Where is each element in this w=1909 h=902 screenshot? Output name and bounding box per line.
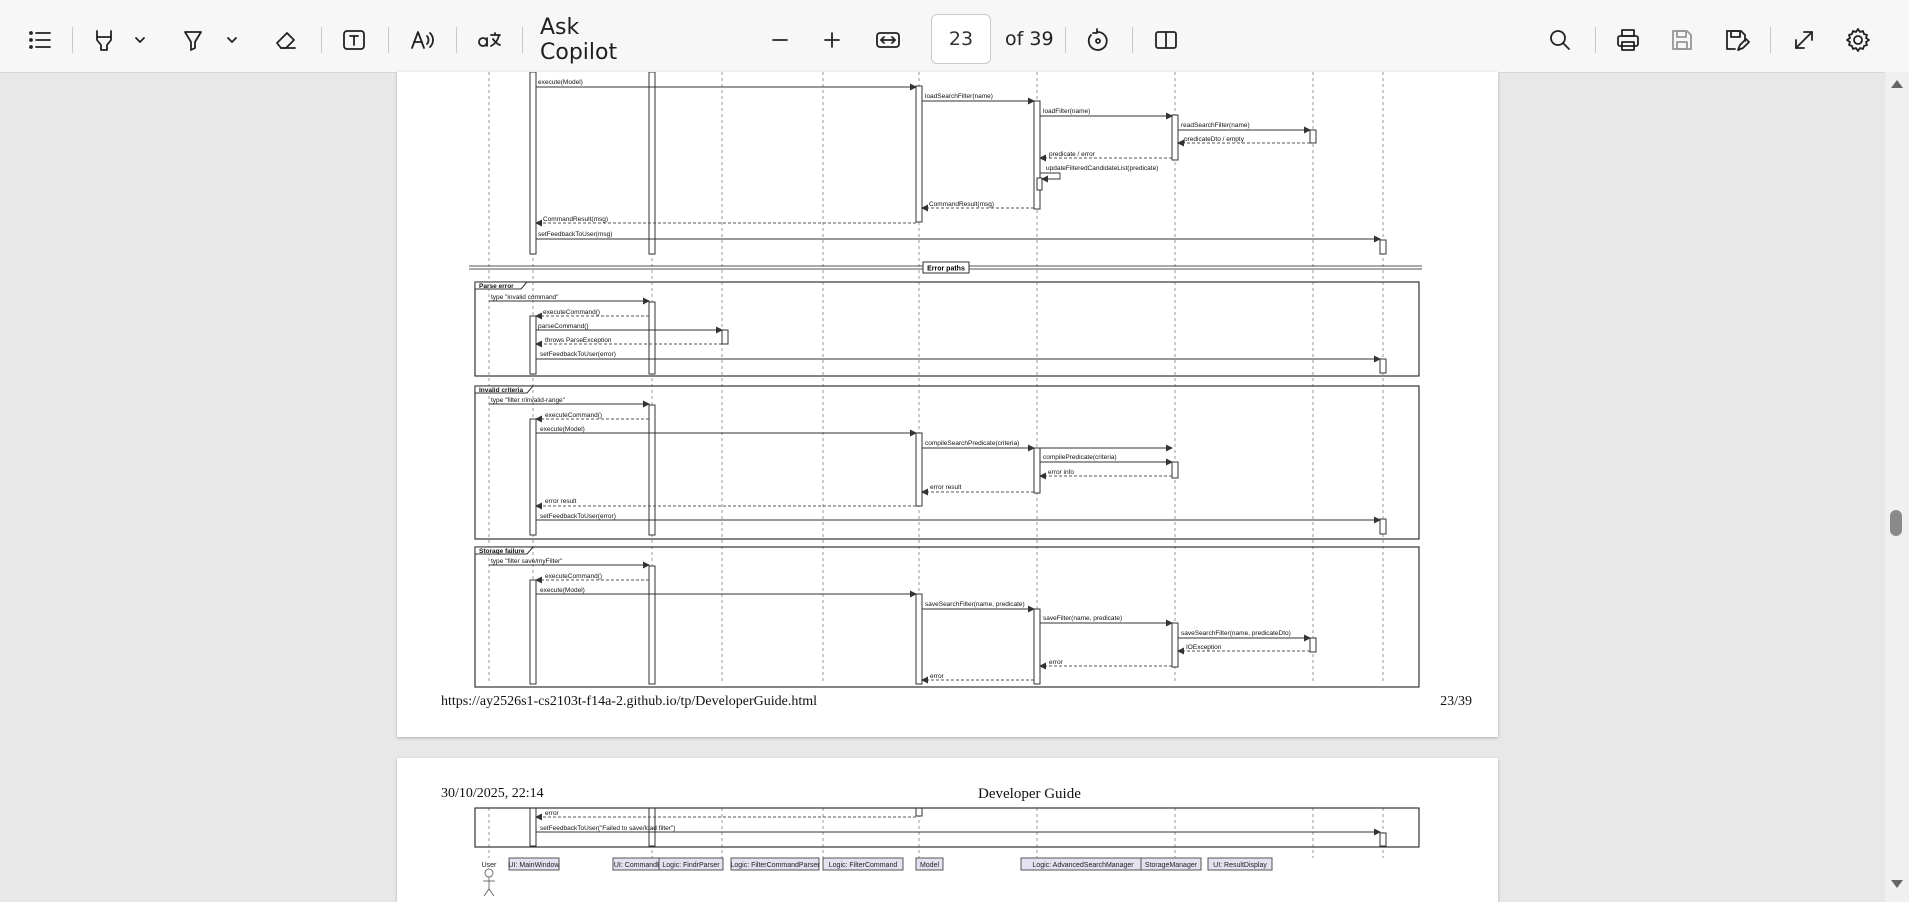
- msg-label: type "invalid command": [491, 294, 559, 301]
- participant-box: [1207, 857, 1273, 871]
- participant-box: [822, 857, 904, 871]
- scroll-up-icon[interactable]: [1891, 80, 1903, 88]
- rotate-icon[interactable]: [1080, 18, 1116, 62]
- participant-label: Logic: FilterCommand: [829, 862, 898, 869]
- participant-label: StorageManager: [1145, 862, 1198, 869]
- msg-label: execute(Model): [538, 79, 583, 86]
- msg-label: compileSearchPredicate(criteria): [925, 440, 1019, 447]
- participant-box: [508, 857, 560, 871]
- page-number-input[interactable]: 23: [931, 14, 991, 64]
- msg-label: parseCommand(): [538, 323, 589, 330]
- fragment-label-invalid-criteria: Invalid criteria: [479, 387, 523, 394]
- msg-label: type "filter r/invalid-range": [491, 397, 566, 404]
- sequence-diagram-page-24: error setFeedbackToUser("Failed to save/…: [474, 807, 1420, 897]
- participant-box: [1140, 857, 1202, 871]
- msg-label: compilePredicate(criteria): [1043, 454, 1117, 461]
- msg-label: updateFilteredCandidateList(predicate): [1046, 165, 1158, 172]
- vertical-scrollbar[interactable]: [1885, 72, 1909, 902]
- msg-label: setFeedbackToUser(msg): [538, 231, 612, 238]
- pdf-page-23: Error paths Parse error Invalid criteria…: [397, 72, 1498, 737]
- zoom-out-icon[interactable]: [762, 18, 798, 62]
- participant-label: Logic: FindrParser: [662, 862, 720, 869]
- msg-label: predicate / error: [1049, 151, 1096, 158]
- msg-label: throws ParseException: [545, 337, 612, 344]
- sequence-diagram-page-23: Error paths Parse error Invalid criteria…: [469, 72, 1422, 688]
- footer-page-number: 23/39: [1440, 694, 1472, 709]
- msg-label: CommandResult(msg): [929, 201, 994, 208]
- msg-label: IOException: [1186, 644, 1222, 651]
- header-date: 30/10/2025, 22:14: [441, 786, 544, 801]
- zoom-in-icon[interactable]: [814, 18, 850, 62]
- chevron-down-icon[interactable]: [222, 18, 242, 62]
- user-actor-icon: [483, 868, 495, 897]
- contents-icon[interactable]: [22, 18, 58, 62]
- pdf-toolbar: Ask Copilot 23 of 39: [0, 0, 1909, 73]
- participant-label: User: [482, 862, 497, 869]
- msg-label: setFeedbackToUser("Failed to save/load f…: [540, 825, 675, 832]
- msg-label: executeCommand(): [545, 412, 602, 419]
- msg-label: setFeedbackToUser(error): [540, 351, 616, 358]
- draw-icon[interactable]: [175, 18, 211, 62]
- msg-label: type "filter save/myFilter": [491, 558, 563, 565]
- participant-label: UI: ResultDisplay: [1213, 862, 1267, 869]
- msg-label: executeCommand(): [545, 573, 602, 580]
- page-view-icon[interactable]: [1148, 18, 1184, 62]
- fit-width-icon[interactable]: [870, 18, 906, 62]
- print-icon[interactable]: [1610, 18, 1646, 62]
- read-aloud-icon[interactable]: [404, 18, 440, 62]
- msg-label: execute(Model): [540, 426, 585, 433]
- highlight-icon[interactable]: [86, 18, 122, 62]
- msg-label: error result: [930, 484, 962, 491]
- text-box-icon[interactable]: [336, 18, 372, 62]
- chevron-down-icon[interactable]: [130, 18, 150, 62]
- ask-copilot-button[interactable]: Ask Copilot: [540, 15, 618, 65]
- fragment-label-parse-error: Parse error: [479, 283, 514, 290]
- msg-label: error: [1049, 659, 1064, 666]
- eraser-icon[interactable]: [268, 18, 304, 62]
- settings-icon[interactable]: [1840, 18, 1876, 62]
- separator-label: Error paths: [927, 266, 965, 273]
- msg-label: saveSearchFilter(name, predicateDto): [1181, 630, 1291, 637]
- participant-label: Logic: AdvancedSearchManager: [1032, 862, 1134, 869]
- msg-label: error: [930, 673, 945, 680]
- msg-label: error info: [1048, 469, 1074, 476]
- participant-label: Model: [920, 862, 940, 869]
- msg-label: saveFilter(name, predicate): [1043, 615, 1122, 622]
- msg-label: loadFilter(name): [1043, 108, 1090, 115]
- msg-label: execute(Model): [540, 587, 585, 594]
- participant-box: [658, 857, 724, 871]
- scrollbar-thumb[interactable]: [1890, 510, 1902, 536]
- participant-label: UI: CommandBox: [614, 862, 670, 869]
- page-total-label: of 39: [1005, 28, 1054, 50]
- msg-label: predicateDto / empty: [1184, 136, 1245, 143]
- scroll-down-icon[interactable]: [1891, 880, 1903, 888]
- header-title: Developer Guide: [978, 786, 1081, 802]
- msg-label: executeCommand(): [543, 309, 600, 316]
- msg-label: loadSearchFilter(name): [925, 93, 993, 100]
- participant-box: [915, 857, 944, 871]
- participant-label: Logic: FilterCommandParser: [730, 862, 820, 869]
- msg-label: setFeedbackToUser(error): [540, 513, 616, 520]
- save-as-icon[interactable]: [1718, 18, 1754, 62]
- msg-label: saveSearchFilter(name, predicate): [925, 601, 1025, 608]
- msg-label: error: [545, 810, 560, 817]
- translate-icon[interactable]: [471, 18, 507, 62]
- fullscreen-icon[interactable]: [1786, 18, 1822, 62]
- footer-url[interactable]: https://ay2526s1-cs2103t-f14a-2.github.i…: [441, 694, 817, 709]
- msg-label: error result: [545, 498, 577, 505]
- pdf-page-24: 30/10/2025, 22:14 Developer Guide: [397, 758, 1498, 902]
- msg-label: CommandResult(msg): [543, 216, 608, 223]
- search-icon[interactable]: [1542, 18, 1578, 62]
- msg-label: readSearchFilter(name): [1181, 122, 1250, 129]
- save-icon[interactable]: [1664, 18, 1700, 62]
- fragment-label-storage-failure: Storage failure: [479, 548, 525, 555]
- participant-label: UI: MainWindow: [509, 862, 561, 869]
- participant-box: [730, 857, 820, 871]
